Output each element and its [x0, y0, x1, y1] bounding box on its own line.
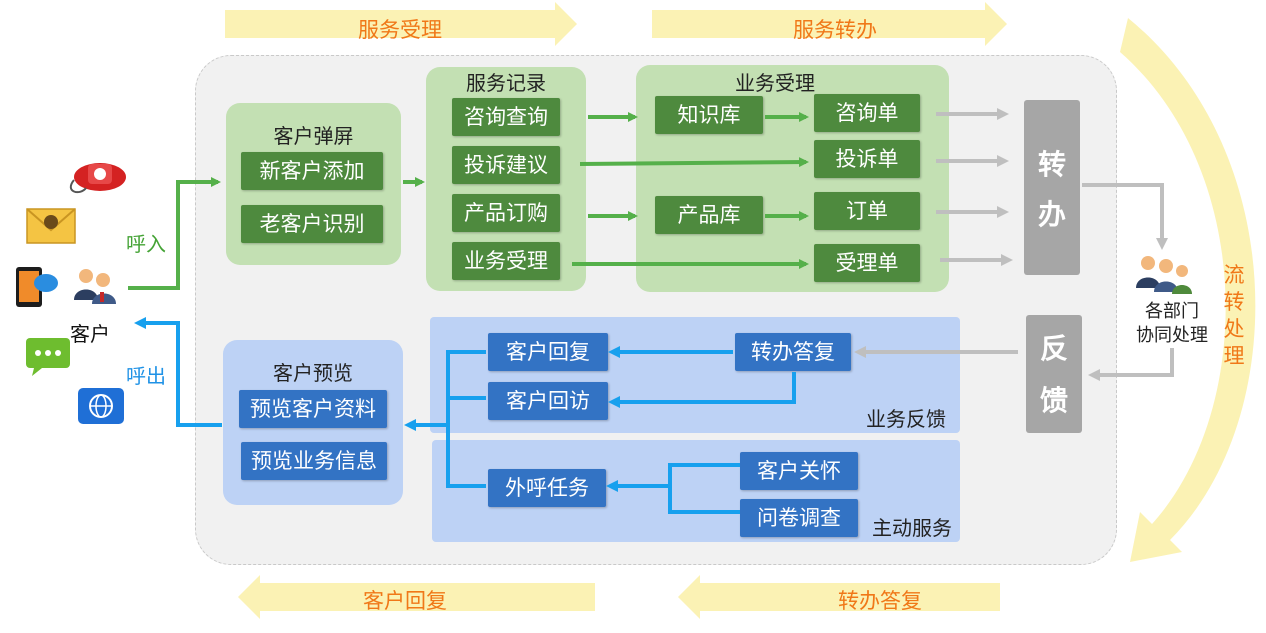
survey-button[interactable]: 问卷调查	[740, 499, 858, 537]
reply-to-preview-arrow	[446, 350, 486, 488]
sms-icon	[26, 338, 70, 376]
top-left-yellow-arrow	[225, 2, 577, 46]
top-left-arrow-label: 服务受理	[358, 18, 442, 42]
record-item-business[interactable]: 业务受理	[452, 242, 560, 280]
biz-feedback-label: 业务反馈	[866, 407, 946, 431]
record-item-order[interactable]: 产品订购	[452, 194, 560, 232]
new-customer-button[interactable]: 新客户添加	[241, 152, 383, 190]
transfer-char-1: 转	[1037, 148, 1066, 181]
right-curved-yellow-arrow	[1120, 18, 1256, 562]
popup-title: 客户弹屏	[273, 124, 354, 148]
record-item-complaint[interactable]: 投诉建议	[452, 146, 560, 184]
preview-business-info-button[interactable]: 预览业务信息	[241, 442, 387, 480]
care-survey-to-task-bracket	[668, 463, 740, 514]
side-arrow-label: 流转处理	[1223, 263, 1245, 368]
complaint-to-order-arrow	[579, 157, 809, 168]
transfer-column: 转 办	[1024, 100, 1080, 275]
complaint-order-button[interactable]: 投诉单	[814, 140, 920, 178]
transfer-reply-to-visit-arrow	[608, 372, 796, 408]
consult-order-button[interactable]: 咨询单	[814, 94, 920, 132]
depts-to-feedback-arrow	[1088, 348, 1174, 381]
product-base-button[interactable]: 产品库	[655, 196, 763, 234]
bottom-right-yellow-arrow	[678, 575, 1000, 619]
preview-customer-info-button[interactable]: 预览客户资料	[239, 390, 387, 428]
call-in-label: 呼入	[126, 232, 166, 256]
knowledge-base-button[interactable]: 知识库	[655, 96, 763, 134]
bottom-right-arrow-label: 转办答复	[838, 589, 922, 613]
departments-icon	[1136, 256, 1192, 294]
old-customer-button[interactable]: 老客户识别	[241, 205, 383, 243]
tablet-icon	[16, 267, 58, 307]
feedback-column: 反 馈	[1026, 315, 1082, 433]
departments-label: 各部门 协同处理	[1136, 301, 1208, 346]
feedback-char-1: 反	[1039, 332, 1068, 365]
bottom-left-arrow-label: 客户回复	[363, 589, 447, 613]
customer-care-button[interactable]: 客户关怀	[740, 452, 858, 490]
transfer-char-2: 办	[1037, 198, 1066, 231]
accept-title: 业务受理	[735, 71, 815, 95]
customer-label: 客户	[70, 322, 110, 346]
preview-title: 客户预览	[273, 361, 353, 385]
feedback-char-2: 馈	[1039, 384, 1068, 417]
acceptance-order-button[interactable]: 受理单	[814, 244, 920, 282]
record-title: 服务记录	[466, 71, 546, 95]
customer-reply-button[interactable]: 客户回复	[488, 333, 608, 371]
outbound-task-button[interactable]: 外呼任务	[488, 469, 606, 507]
top-right-arrow-label: 服务转办	[793, 18, 877, 42]
call-out-arrow	[134, 317, 222, 427]
transfer-reply-button[interactable]: 转办答复	[735, 333, 851, 371]
customer-visit-button[interactable]: 客户回访	[488, 382, 608, 420]
purchase-order-button[interactable]: 订单	[814, 192, 920, 230]
call-out-label: 呼出	[126, 364, 166, 388]
bottom-left-yellow-arrow	[238, 575, 595, 619]
web-globe-icon	[78, 388, 124, 424]
email-icon	[26, 208, 76, 244]
customer-avatar-icon	[74, 269, 116, 304]
transfer-to-depts-arrow	[1082, 183, 1168, 250]
telephone-icon	[69, 163, 126, 194]
call-in-arrow	[128, 177, 221, 290]
proactive-label: 主动服务	[872, 516, 952, 540]
record-item-consult[interactable]: 咨询查询	[452, 98, 560, 136]
top-right-yellow-arrow	[652, 2, 1007, 46]
